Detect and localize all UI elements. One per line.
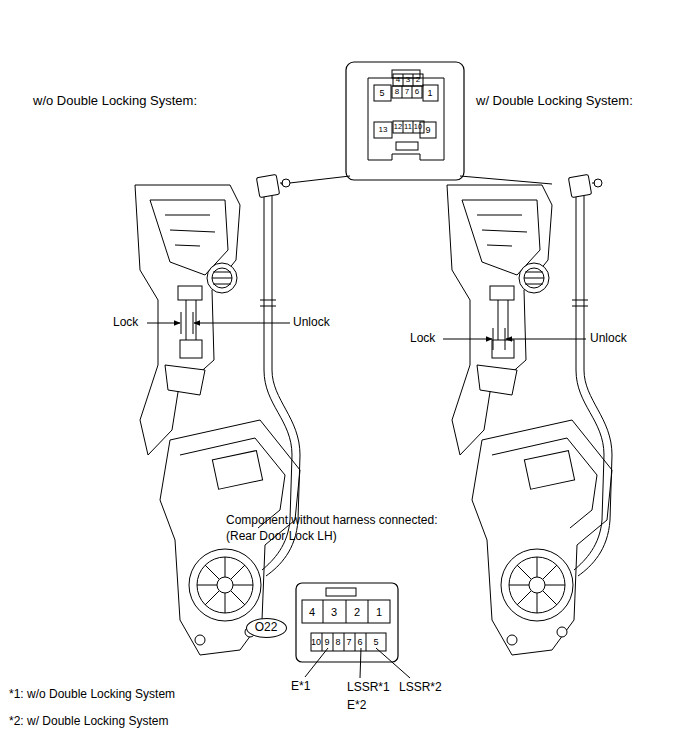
label-text: LSSR*1 [347,681,390,695]
pin-number: 11 [404,123,412,132]
label-text: w/o Double Locking System: [33,94,197,109]
pin-number: 9 [324,637,329,647]
pin-number: 3 [406,75,410,84]
label-text: Component without harness connected: [226,514,437,528]
pin-number: 8 [395,87,399,96]
label-text: *1: w/o Double Locking System [9,688,175,702]
label-text: E*1 [291,680,310,694]
pin-number: 10 [311,637,321,647]
pin-number: 12 [394,123,402,132]
pin-number: 4 [309,606,315,619]
pin-number: 10 [414,123,422,132]
label-text: Unlock [590,332,627,346]
label-text: w/ Double Locking System: [476,94,633,109]
pin-number: 8 [335,637,340,647]
label-text: E*2 [347,699,366,713]
pin-number: 3 [331,606,337,619]
connector-code: O22 [255,621,278,634]
label-text: Lock [410,332,435,346]
label-text: LSSR*2 [399,681,442,695]
pin-number: 6 [415,87,419,96]
pin-number: 9 [425,125,430,135]
label-text: (Rear Door Lock LH) [226,530,337,544]
pin-number: 7 [405,87,409,96]
connector-code-oval: O22 [246,618,287,638]
pin-number: 4 [396,75,400,84]
label-text: Lock [113,316,138,330]
pin-number: 5 [373,637,378,647]
pin-number: 1 [376,606,382,619]
pin-number: 2 [416,75,420,84]
pin-number: 6 [357,637,362,647]
label-text: Unlock [293,316,330,330]
pin-number: 5 [379,88,384,98]
pin-number: 13 [379,125,388,134]
pin-number: 7 [346,637,351,647]
label-text: *2: w/ Double Locking System [9,715,168,729]
pin-number: 1 [427,88,432,98]
pin-number: 2 [354,606,360,619]
